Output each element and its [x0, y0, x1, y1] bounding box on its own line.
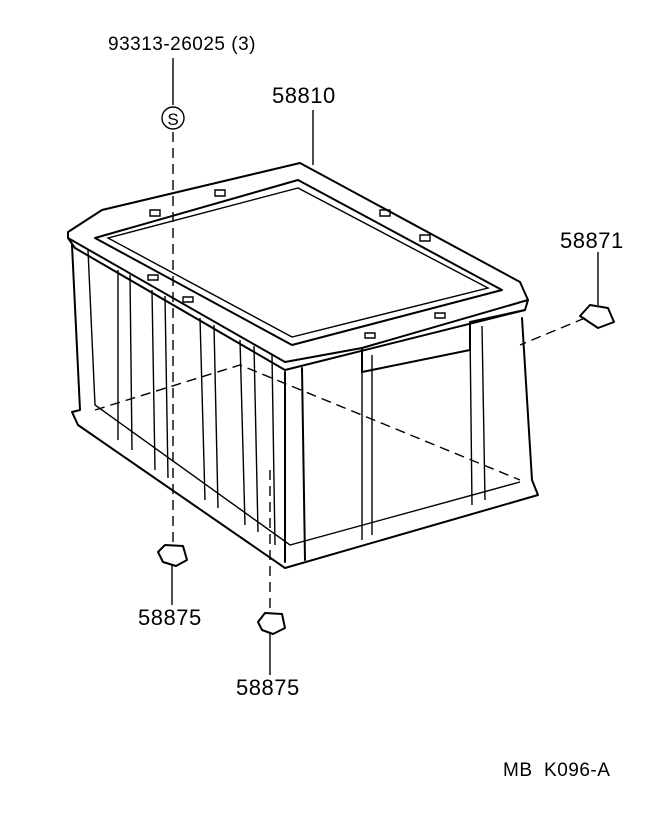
- screw-symbol-text: S: [167, 110, 178, 129]
- part-label-93313-26025: 93313-26025 (3): [108, 34, 256, 55]
- part-label-58871: 58871: [560, 228, 624, 253]
- cushion-58875-b: [257, 612, 286, 635]
- part-label-58875-a: 58875: [138, 605, 202, 630]
- clip-58871: [579, 304, 615, 329]
- hidden-edges: [94, 364, 521, 481]
- diagram-code: MB K096-A: [503, 760, 611, 781]
- part-label-58810: 58810: [272, 83, 336, 108]
- screw-symbol-icon: S: [161, 106, 185, 130]
- dash-line-58871: [519, 317, 586, 346]
- tray-58810: [67, 162, 539, 569]
- part-label-58875-b: 58875: [236, 675, 300, 700]
- cushion-58875-a: [157, 544, 188, 567]
